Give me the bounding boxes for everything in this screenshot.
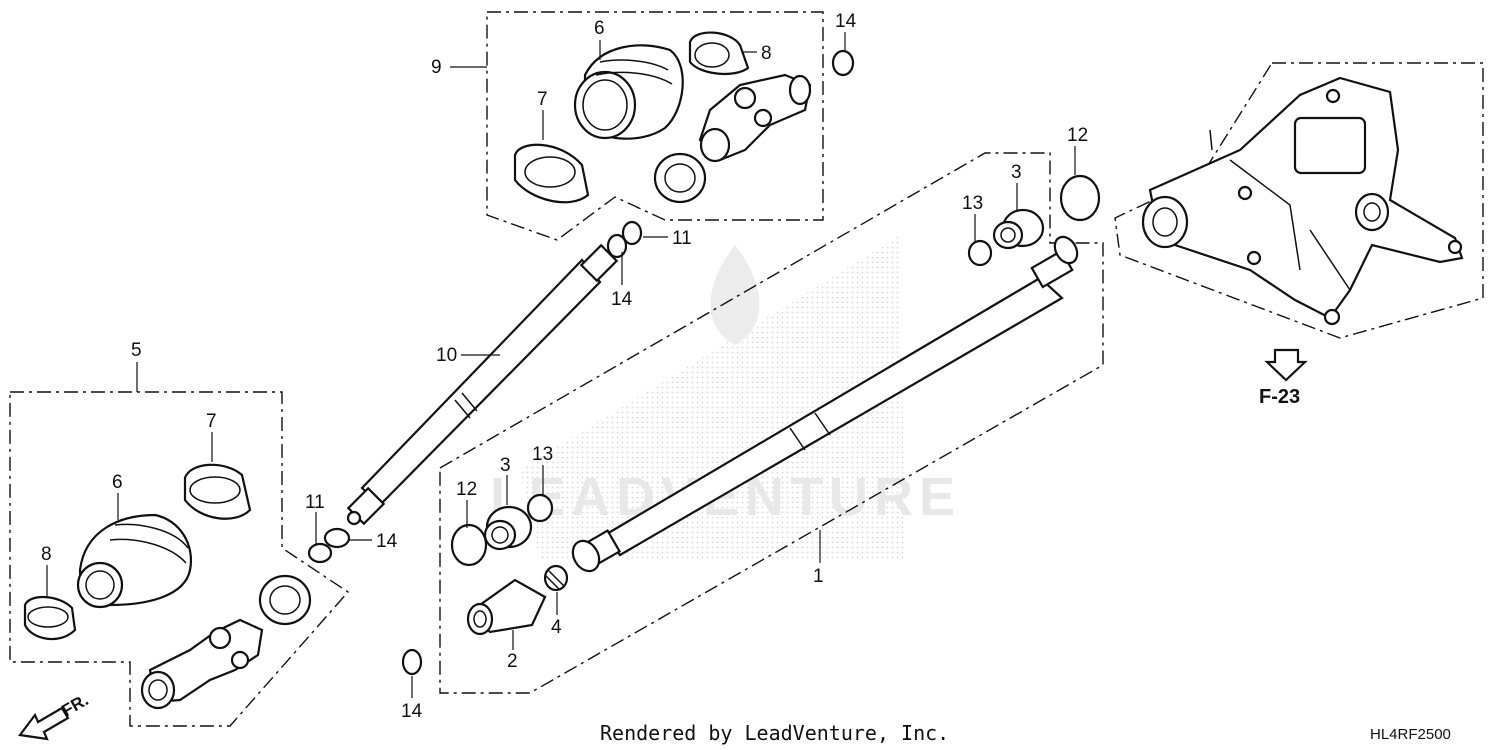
callout-14-bottom: 14 (401, 701, 423, 722)
callout-7-upper: 7 (537, 89, 548, 110)
drive-shaft-10 (346, 243, 619, 526)
dust-seal-3-lower (483, 505, 533, 551)
final-gear-case (1141, 76, 1464, 326)
callout-11-upper: 11 (672, 228, 692, 249)
footer-credit: Rendered by LeadVenture, Inc. (600, 721, 949, 745)
callout-14-left: 14 (376, 531, 398, 552)
o-ring-12-lower (450, 523, 488, 567)
propeller-shaft-1 (571, 235, 1079, 573)
group-box-5 (9, 391, 350, 727)
ring-14-lower (323, 527, 351, 549)
callout-4: 4 (551, 617, 562, 638)
group-box-9 (486, 11, 824, 241)
leader-lines (46, 32, 1076, 698)
callout-5: 5 (131, 340, 142, 361)
callout-7-lower: 7 (206, 411, 217, 432)
reference-arrow: F-23 (1259, 348, 1308, 408)
callout-1: 1 (813, 566, 824, 587)
callout-numbers: 1 2 3 3 4 5 6 6 7 7 8 8 9 10 11 11 12 12… (41, 11, 1088, 722)
callout-10: 10 (436, 345, 457, 366)
callout-12-upper: 12 (1067, 125, 1088, 146)
snap-ring-13-lower (526, 493, 554, 523)
group-box-1 (439, 152, 1104, 694)
callout-9: 9 (431, 57, 442, 78)
spring-4 (543, 564, 569, 592)
diagram-code: HL4RF2500 (1370, 726, 1451, 743)
callout-14-mid: 14 (611, 289, 633, 310)
callout-6-upper: 6 (594, 18, 605, 39)
ring-14-bottom (401, 648, 423, 676)
joint-assembly-5 (23, 463, 312, 710)
snap-ring-13-upper (967, 239, 993, 267)
callout-3-lower: 3 (500, 455, 511, 476)
callout-14-top: 14 (835, 11, 857, 32)
joint-assembly-9 (513, 31, 812, 204)
ring-11-upper (621, 220, 643, 246)
callout-12-lower: 12 (456, 479, 477, 500)
front-direction-arrow: FR. (18, 690, 92, 741)
o-ring-12-upper (1059, 174, 1101, 222)
callout-8-upper: 8 (761, 43, 772, 64)
callout-8-lower: 8 (41, 544, 52, 565)
callout-3-upper: 3 (1011, 162, 1022, 183)
ring-11-lower (307, 542, 333, 564)
callout-13-lower: 13 (532, 444, 553, 465)
callout-13-upper: 13 (962, 193, 983, 214)
ring-14-top (831, 49, 855, 77)
ring-14-upper (606, 233, 628, 259)
callout-11-lower: 11 (305, 492, 325, 513)
reference-label: F-23 (1259, 386, 1300, 408)
callout-6-lower: 6 (112, 472, 123, 493)
callout-2: 2 (507, 651, 518, 672)
dust-seal-3-upper (992, 208, 1045, 250)
sleeve-2 (466, 578, 547, 636)
